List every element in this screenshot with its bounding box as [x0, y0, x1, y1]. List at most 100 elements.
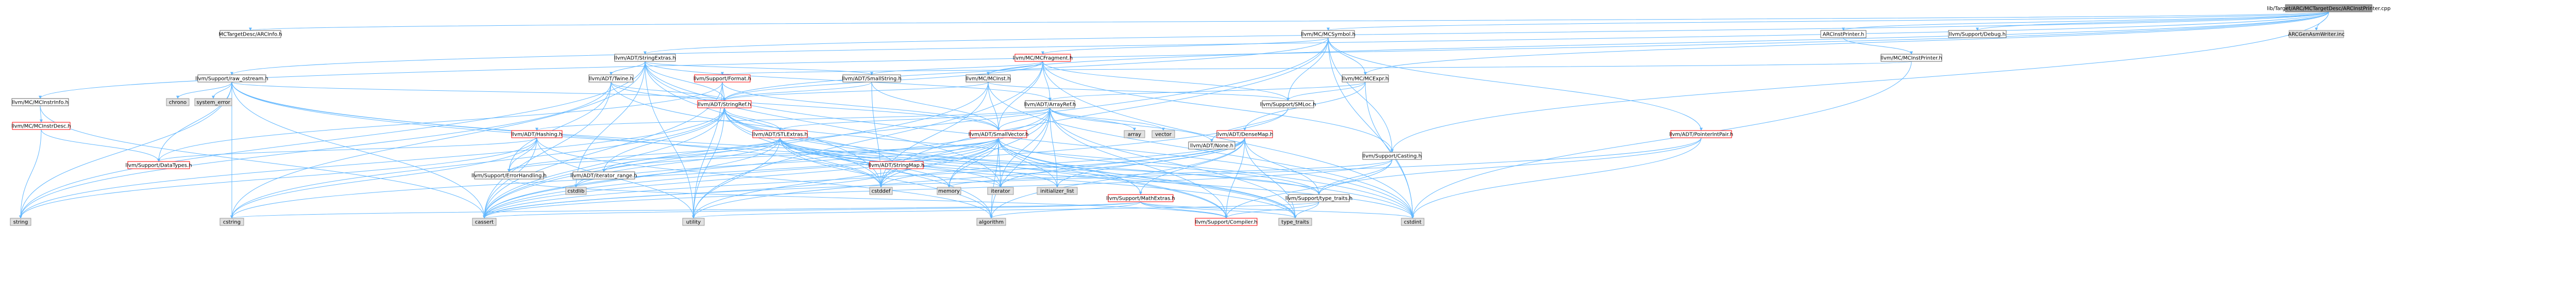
- edge-raw_ostream-to-cassert: [231, 82, 486, 219]
- node-densemap[interactable]: llvm/ADT/DenseMap.h: [1216, 130, 1274, 138]
- node-iterator-box: [987, 187, 1014, 195]
- edge-densemap-to-type_traits_h: [1244, 137, 1320, 195]
- edge-smallvector-to-type_traits: [998, 137, 1297, 219]
- edge-smallvector-to-iterator: [998, 137, 1002, 188]
- edge-raw_ostream-to-type_traits: [231, 82, 1297, 219]
- node-hashing[interactable]: llvm/ADT/Hashing.h: [511, 130, 563, 138]
- node-stlextras[interactable]: llvm/ADT/STLExtras.h: [752, 130, 808, 138]
- edge-stringmap-to-iterator: [896, 168, 1002, 188]
- node-support_casting-box: [1362, 152, 1422, 160]
- node-adt_none[interactable]: llvm/ADT/None.h: [1188, 141, 1235, 150]
- node-cstdint: cstdint: [1401, 218, 1425, 226]
- node-mathextras[interactable]: llvm/Support/MathExtras.h: [1106, 194, 1175, 202]
- node-arcinfo[interactable]: MCTargetDesc/ARCInfo.h: [218, 30, 282, 38]
- edge-arrayref-to-array: [1049, 107, 1136, 131]
- edge-mcinstrdesc-to-datatypes: [41, 129, 160, 162]
- node-mcinstrinfo[interactable]: llvm/MC/MCInstrInfo.h: [11, 98, 69, 106]
- node-twine[interactable]: llvm/ADT/Twine.h: [588, 74, 634, 83]
- node-system_error-label: system_error: [196, 100, 230, 106]
- node-mcinstrinfo-box: [11, 98, 69, 106]
- node-densemap-box: [1216, 130, 1273, 138]
- edge-root-to-raw_ostream: [230, 11, 2329, 75]
- node-smallstring[interactable]: llvm/ADT/SmallString.h: [842, 74, 902, 83]
- edge-hashing-to-string: [19, 137, 537, 219]
- node-support_casting[interactable]: llvm/Support/Casting.h: [1362, 152, 1422, 160]
- edge-mcsymbol-to-smloc: [1286, 37, 1329, 101]
- node-arcinstprinter_h[interactable]: ARCInstPrinter.h: [1820, 30, 1867, 38]
- node-stringextras[interactable]: llvm/ADT/StringExtras.h: [614, 54, 676, 62]
- node-arcgenasm: ARCGenAsmWriter.inc: [2288, 30, 2345, 38]
- node-raw_ostream-label: llvm/Support/raw_ostream.h: [195, 76, 268, 82]
- node-mcsymbol[interactable]: llvm/MC/MCSymbol.h: [1301, 30, 1355, 38]
- node-mcinstrdesc[interactable]: llvm/MC/MCInstrDesc.h: [11, 122, 71, 130]
- node-array-box: [1124, 130, 1145, 138]
- node-cstdlib-label: cstdlib: [568, 189, 585, 195]
- node-support_debug[interactable]: llvm/Support/Debug.h: [1948, 30, 2007, 38]
- nodes-layer: lib/Target/ARC/MCTargetDesc/ARCInstPrint…: [10, 4, 2391, 226]
- edge-arrayref-to-cstddef: [879, 107, 1050, 188]
- edge-arrayref-to-vector: [1049, 107, 1165, 131]
- edge-mcexpr-to-cstdint: [1365, 82, 1414, 219]
- node-mcinst[interactable]: llvm/MC/MCInst.h: [965, 74, 1011, 83]
- node-string: string: [10, 218, 31, 226]
- node-smallvector[interactable]: llvm/ADT/SmallVector.h: [969, 130, 1029, 138]
- node-utility-box: [682, 218, 705, 226]
- node-pointerintpair-label: llvm/ADT/PointerIntPair.h: [1669, 132, 1733, 138]
- node-type_traits_h[interactable]: llvm/Support/type_traits.h: [1285, 194, 1352, 202]
- edge-mcsymbol-to-mcexpr: [1328, 37, 1367, 75]
- node-pointerintpair[interactable]: llvm/ADT/PointerIntPair.h: [1669, 130, 1733, 138]
- node-memory-box: [937, 187, 961, 195]
- node-datatypes-box: [127, 161, 190, 169]
- node-mathextras-label: llvm/Support/MathExtras.h: [1106, 196, 1175, 202]
- node-mcinstrinfo-label: llvm/MC/MCInstrInfo.h: [12, 100, 69, 106]
- edge-arrayref-to-stlextras: [778, 107, 1050, 131]
- edge-twine-to-stringref: [611, 82, 726, 101]
- edges-layer: [19, 11, 2329, 219]
- edge-arrayref-to-compiler: [1049, 107, 1228, 219]
- node-datatypes[interactable]: llvm/Support/DataTypes.h: [125, 161, 192, 169]
- edge-smallvector-to-type_traits_h: [998, 137, 1320, 195]
- node-stringref-box: [697, 100, 752, 108]
- node-mcexpr[interactable]: llvm/MC/MCExpr.h: [1342, 74, 1389, 83]
- node-mcsymbol-box: [1301, 30, 1355, 38]
- node-adt_none-box: [1188, 141, 1235, 150]
- node-mcfragment[interactable]: llvm/MC/MCFragment.h: [1013, 54, 1073, 62]
- node-cstdint-label: cstdint: [1404, 220, 1421, 225]
- edge-mcexpr-to-smloc: [1286, 82, 1366, 101]
- node-errorhandling[interactable]: llvm/Support/ErrorHandling.h: [471, 171, 547, 180]
- node-iterator_range[interactable]: llvm/ADT/iterator_range.h: [570, 171, 637, 180]
- node-iterator-label: iterator: [991, 189, 1010, 195]
- edge-stringref-to-compiler: [724, 107, 1228, 219]
- edge-arrayref-to-iterator: [999, 107, 1050, 188]
- edge-pointerintpair-to-cstdint: [1411, 137, 1702, 219]
- node-mcexpr-box: [1342, 74, 1389, 83]
- node-compiler[interactable]: llvm/Support/Compiler.h: [1195, 218, 1258, 226]
- node-raw_ostream[interactable]: llvm/Support/raw_ostream.h: [195, 74, 268, 83]
- node-mcinstprinter[interactable]: llvm/MC/MCInstPrinter.h: [1880, 54, 1942, 62]
- node-mcfragment-box: [1014, 54, 1071, 62]
- node-vector-label: vector: [1155, 132, 1172, 138]
- node-algorithm: algorithm: [976, 218, 1006, 226]
- node-utility: utility: [682, 218, 705, 226]
- node-smallstring-label: llvm/ADT/SmallString.h: [842, 76, 902, 82]
- edge-mcsymbol-to-cstddef: [879, 37, 1329, 188]
- edge-mcsymbol-to-stringref: [723, 37, 1329, 101]
- node-mcinstprinter-box: [1880, 54, 1942, 62]
- edge-arcinstprinter_h-to-mcinstprinter: [1843, 37, 1913, 55]
- node-datatypes-label: llvm/Support/DataTypes.h: [125, 163, 192, 169]
- node-support_format[interactable]: llvm/Support/Format.h: [693, 74, 751, 83]
- edge-pointerintpair-to-type_traits_h: [1317, 137, 1702, 195]
- node-raw_ostream-box: [197, 74, 266, 83]
- edge-stringref-to-cstddef: [724, 107, 883, 188]
- node-arcinstprinter_h-label: ARCInstPrinter.h: [1823, 32, 1865, 38]
- node-arcgenasm-box: [2289, 30, 2344, 38]
- node-smloc[interactable]: llvm/Support/SMLoc.h: [1260, 100, 1316, 108]
- edge-mcinst-to-smloc: [988, 82, 1290, 101]
- node-array: array: [1124, 130, 1145, 138]
- edge-stlextras-to-type_traits_h: [779, 137, 1320, 195]
- node-arrayref[interactable]: llvm/ADT/ArrayRef.h: [1024, 100, 1076, 108]
- node-stlextras-box: [752, 130, 808, 138]
- node-stringmap[interactable]: llvm/ADT/StringMap.h: [868, 161, 925, 169]
- node-stringref[interactable]: llvm/ADT/StringRef.h: [697, 100, 752, 108]
- edge-root-to-mcinstrinfo: [39, 11, 2329, 99]
